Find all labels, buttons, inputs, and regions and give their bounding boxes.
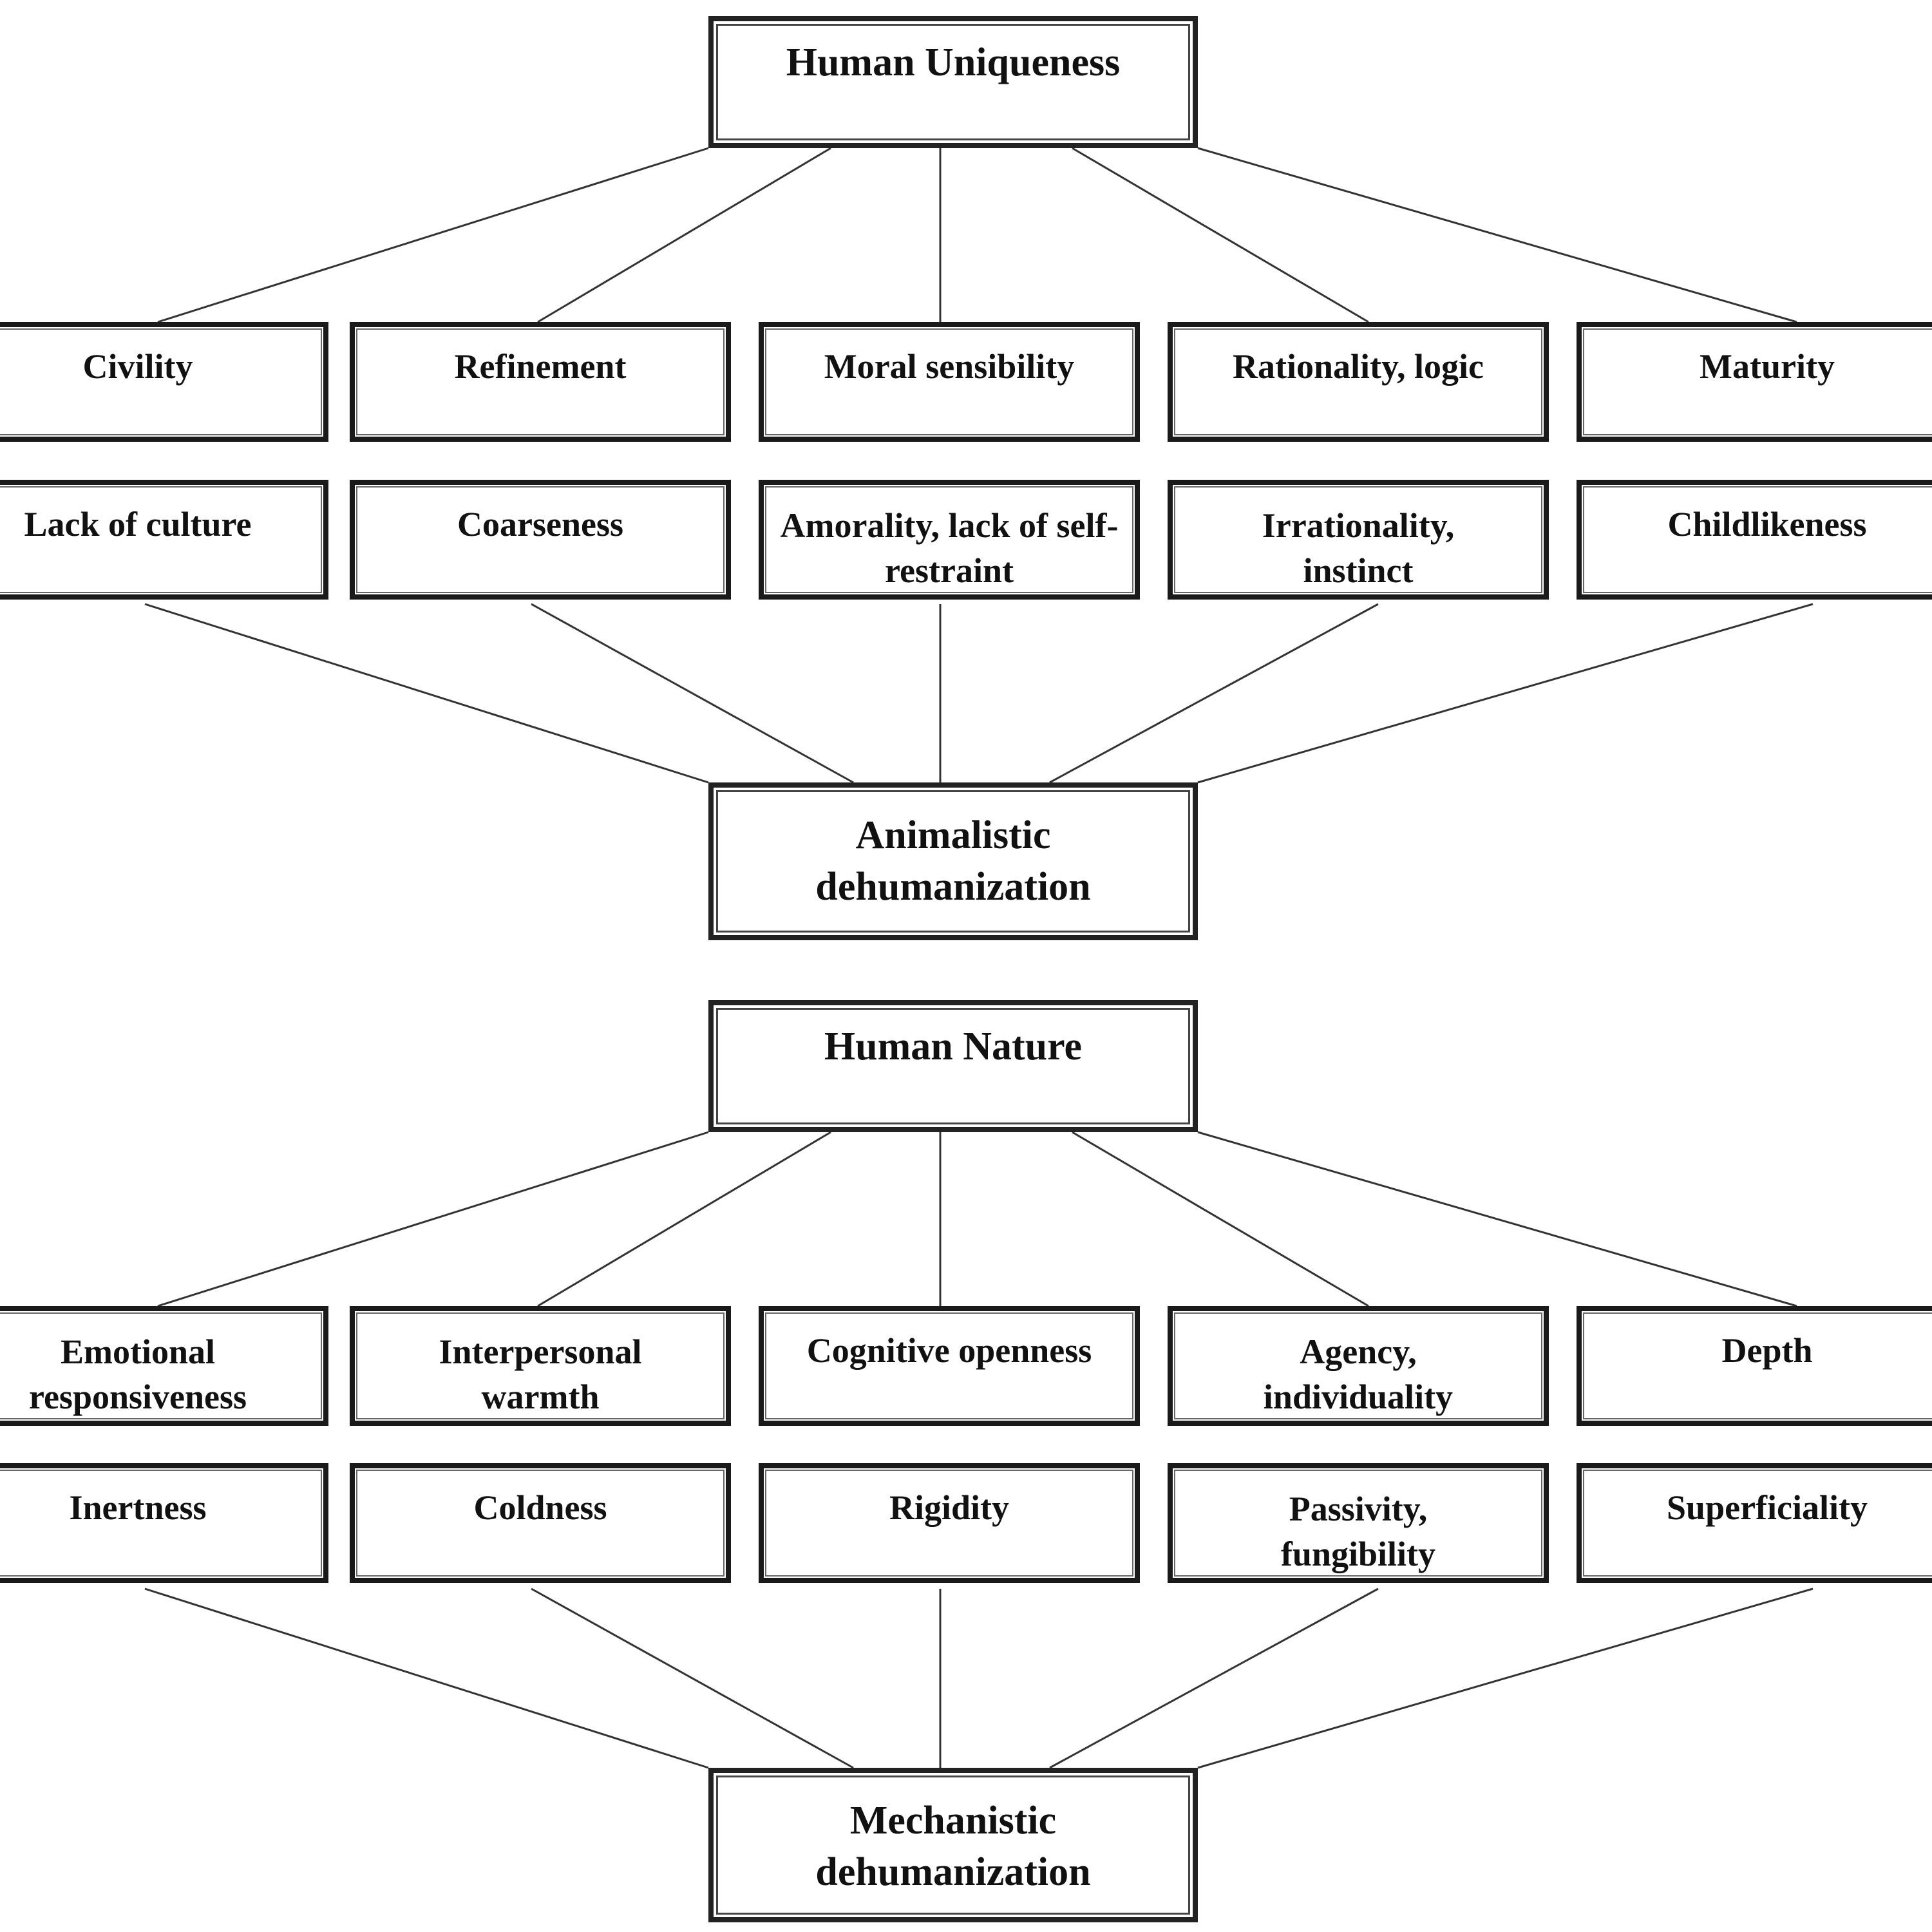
trait-label: Agency, individuality xyxy=(1263,1332,1454,1416)
connector-line xyxy=(1197,1131,1797,1307)
trait-box-inertness: Inertness xyxy=(0,1463,328,1583)
trait-label: Passivity, fungibility xyxy=(1280,1490,1436,1573)
trait-label: Lack of culture xyxy=(24,505,252,544)
connector-line xyxy=(1072,1131,1369,1307)
trait-label: Superficiality xyxy=(1667,1488,1868,1527)
trait-label: Inertness xyxy=(69,1488,207,1527)
trait-box-civility: Civility xyxy=(0,322,328,442)
trait-label: Civility xyxy=(82,347,193,386)
connector-line xyxy=(1197,1587,1814,1769)
trait-box-rigidity: Rigidity xyxy=(759,1463,1140,1583)
trait-box-interpersonal-warmth: Interpersonal warmth xyxy=(350,1306,731,1426)
trait-box-maturity: Maturity xyxy=(1577,322,1932,442)
trait-label: Refinement xyxy=(454,347,627,386)
trait-box-rationality-logic: Rationality, logic xyxy=(1168,322,1549,442)
connector-line xyxy=(1197,603,1814,784)
trait-box-superficiality: Superficiality xyxy=(1577,1463,1932,1583)
trait-box-depth: Depth xyxy=(1577,1306,1932,1426)
human-uniqueness-label: Human Uniqueness xyxy=(786,41,1121,84)
trait-label: Childlikeness xyxy=(1667,505,1867,544)
trait-label: Coarseness xyxy=(457,505,623,544)
connector-line xyxy=(144,603,709,784)
trait-label: Rationality, logic xyxy=(1233,347,1484,386)
trait-label: Depth xyxy=(1721,1331,1813,1370)
trait-box-coldness: Coldness xyxy=(350,1463,731,1583)
connector-line xyxy=(1049,1587,1379,1769)
trait-label: Emotional responsiveness xyxy=(28,1332,247,1416)
human-nature-label: Human Nature xyxy=(824,1025,1083,1068)
connector-line xyxy=(157,1131,709,1307)
trait-box-emotional-responsiveness: Emotional responsiveness xyxy=(0,1306,328,1426)
trait-label: Amorality, lack of self-restraint xyxy=(780,506,1119,590)
trait-box-moral-sensibility: Moral sensibility xyxy=(759,322,1140,442)
trait-box-cognitive-openness: Cognitive openness xyxy=(759,1306,1140,1426)
trait-box-refinement: Refinement xyxy=(350,322,731,442)
trait-box-childlikeness: Childlikeness xyxy=(1577,480,1932,600)
trait-label: Coldness xyxy=(473,1488,607,1527)
trait-box-lack-of-culture: Lack of culture xyxy=(0,480,328,600)
connector-line xyxy=(531,603,854,784)
animalistic-dehumanization-box: Animalistic dehumanization xyxy=(708,782,1198,940)
trait-label: Moral sensibility xyxy=(824,347,1075,386)
trait-box-coarseness: Coarseness xyxy=(350,480,731,600)
connector-line xyxy=(1072,147,1369,323)
mechanistic-dehumanization-box: Mechanistic dehumanization xyxy=(708,1768,1198,1922)
connector-line xyxy=(537,1131,831,1307)
trait-label: Rigidity xyxy=(889,1488,1010,1527)
mechanistic-dehumanization-label: Mechanistic dehumanization xyxy=(815,1799,1091,1894)
trait-label: Interpersonal warmth xyxy=(439,1332,642,1416)
trait-box-agency-individuality: Agency, individuality xyxy=(1168,1306,1549,1426)
trait-label: Cognitive openness xyxy=(806,1331,1092,1370)
connector-line xyxy=(1049,603,1379,784)
trait-label: Maturity xyxy=(1700,347,1835,386)
animalistic-dehumanization-label: Animalistic dehumanization xyxy=(815,813,1091,909)
connector-line xyxy=(531,1587,854,1769)
human-uniqueness-box: Human Uniqueness xyxy=(708,16,1198,148)
connector-line xyxy=(157,147,709,323)
connector-line xyxy=(144,1587,709,1769)
connector-line xyxy=(537,147,831,323)
trait-box-irrationality: Irrationality, instinct xyxy=(1168,480,1549,600)
human-nature-box: Human Nature xyxy=(708,1000,1198,1132)
trait-label: Irrationality, instinct xyxy=(1262,506,1455,590)
trait-box-passivity-fungibility: Passivity, fungibility xyxy=(1168,1463,1549,1583)
connector-line xyxy=(1197,147,1797,323)
trait-box-amorality: Amorality, lack of self-restraint xyxy=(759,480,1140,600)
